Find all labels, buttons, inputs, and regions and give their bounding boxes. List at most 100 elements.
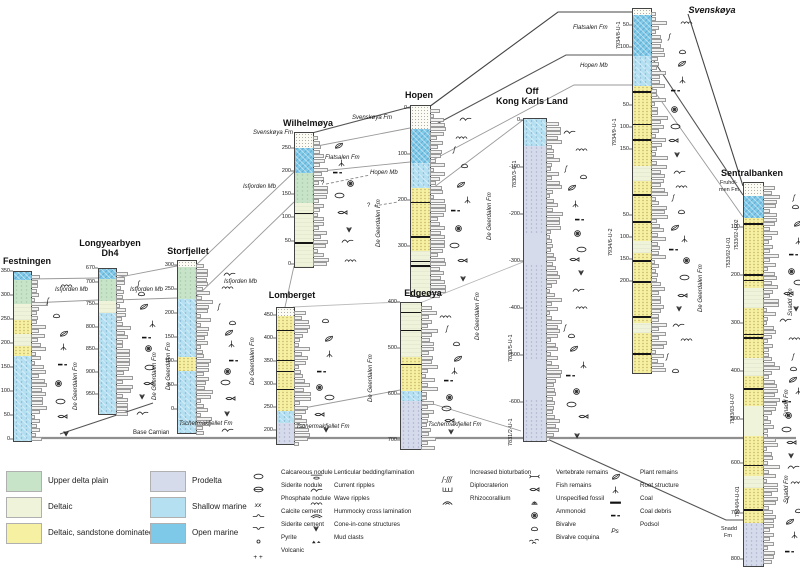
biot1-icon: ʃ	[564, 165, 567, 173]
weathering-profile-bar	[116, 348, 130, 353]
weathering-profile-bar	[430, 145, 439, 149]
plant-icon	[453, 176, 468, 188]
weathering-profile-bar	[430, 221, 440, 226]
wrip-icon	[574, 140, 589, 152]
weathering-profile-bar	[196, 309, 209, 313]
biv-icon	[457, 157, 472, 168]
facies-label: Shallow marine	[192, 502, 247, 511]
lithology-om	[99, 269, 116, 279]
lithology-pd	[524, 234, 546, 264]
scale-tick-label: 100	[619, 124, 629, 130]
weathering-profile-bar	[421, 427, 432, 432]
weathering-profile-bar	[116, 339, 123, 344]
nodS-icon	[250, 481, 266, 493]
svenskoya-top-wilh-hopen	[311, 106, 411, 134]
weathering-profile-bar	[294, 347, 311, 351]
scale-tick-label: 950	[85, 391, 95, 397]
cone-icon	[444, 423, 459, 435]
weathering-profile-bar	[421, 369, 428, 373]
weathering-profile-bar	[763, 199, 777, 204]
weathering-profile-bar	[116, 285, 122, 290]
lithology-ds	[744, 218, 763, 288]
weathering-profile-bar	[116, 398, 128, 402]
weathering-profile-bar	[546, 338, 551, 342]
crip-icon	[778, 311, 793, 322]
weathering-profile-bar	[430, 172, 445, 176]
weathering-profile-bar	[421, 405, 428, 409]
coal-bed	[633, 194, 651, 196]
weathering-profile-bar	[651, 246, 661, 250]
weathering-profile-bar	[546, 383, 554, 387]
lithology-om	[744, 196, 763, 218]
root-icon	[607, 481, 623, 494]
lithology-pd	[524, 264, 546, 359]
weathering-profile-bar	[196, 300, 213, 304]
weathering-profile-bar	[651, 210, 665, 214]
weathering-profile-bar	[196, 367, 209, 372]
scale-tick-label: 0	[6, 436, 10, 442]
lithology-ds	[411, 188, 430, 251]
weathering-profile-bar	[196, 376, 210, 381]
scale-tick-label: -500	[508, 352, 520, 358]
lithology-ds	[633, 86, 651, 166]
weathering-profile-bar	[546, 189, 554, 194]
weathering-profile-bar	[651, 120, 662, 124]
annotation-label: Isfjorden Mb	[130, 287, 164, 293]
weathering-profile-bar	[421, 445, 436, 450]
biot1-icon: ʃ	[446, 326, 449, 334]
cone-icon	[135, 388, 150, 400]
weathering-profile-bar	[31, 288, 37, 293]
weathering-profile-bar	[421, 432, 429, 436]
scale-tick-label: 300	[263, 381, 273, 387]
weathering-profile-bar	[651, 192, 668, 196]
weathering-profile-bar	[430, 167, 434, 172]
weathering-profile-bar	[763, 519, 774, 523]
weathering-profile-bar	[763, 271, 776, 276]
cone-icon	[308, 520, 324, 532]
plant-icon	[674, 55, 689, 67]
biot1-icon: ʃ	[564, 324, 567, 332]
nodC-icon	[142, 359, 157, 371]
weathering-profile-bar	[116, 366, 129, 371]
symbol-legend-label: Pyrite	[281, 534, 297, 541]
weathering-profile-bar	[313, 248, 318, 253]
weathering-profile-bar	[421, 306, 433, 310]
weathering-profile-bar	[651, 178, 665, 183]
weathering-profile-bar	[116, 281, 125, 285]
lithology-pd	[277, 423, 294, 444]
weathering-profile-bar	[763, 492, 772, 496]
biv-icon	[564, 327, 579, 338]
plant-icon	[790, 215, 800, 227]
weathering-profile-bar	[430, 266, 440, 271]
lithology-ds	[744, 488, 763, 523]
weathering-profile-bar	[430, 217, 438, 221]
weathering-profile-bar	[763, 348, 769, 352]
fish-icon	[675, 287, 690, 298]
weathering-profile-bar	[196, 354, 204, 358]
ammo-icon	[451, 220, 466, 232]
weathering-profile-bar	[31, 401, 44, 405]
weathering-profile-bar	[546, 180, 560, 185]
weathering-profile-bar	[651, 363, 664, 367]
weathering-profile-bar	[430, 131, 445, 136]
weathering-profile-bar	[763, 424, 774, 429]
weathering-profile-bar	[430, 208, 446, 212]
weathering-profile-bar	[430, 127, 446, 131]
svenskoya-bracket	[687, 13, 744, 187]
weathering-profile-bar	[763, 438, 776, 442]
weathering-profile-bar	[313, 145, 322, 149]
symbol-legend-label: Phosphate nodule	[281, 495, 331, 502]
scale-tick-label: 200	[397, 197, 407, 203]
weathering-profile-bar	[313, 217, 325, 221]
weathering-profile-bar	[421, 342, 435, 346]
weathering-profile-bar	[116, 299, 124, 303]
root-icon	[576, 356, 591, 369]
coal-bed	[401, 311, 421, 314]
weathering-profile-bar	[430, 239, 446, 244]
weathering-profile-bar	[763, 307, 768, 312]
coal-bed	[401, 363, 421, 366]
scale-tick-label: 350	[263, 358, 273, 364]
weathering-profile-bar	[763, 456, 773, 460]
weathering-profile-bar	[116, 308, 126, 312]
coalD-icon	[786, 246, 800, 256]
